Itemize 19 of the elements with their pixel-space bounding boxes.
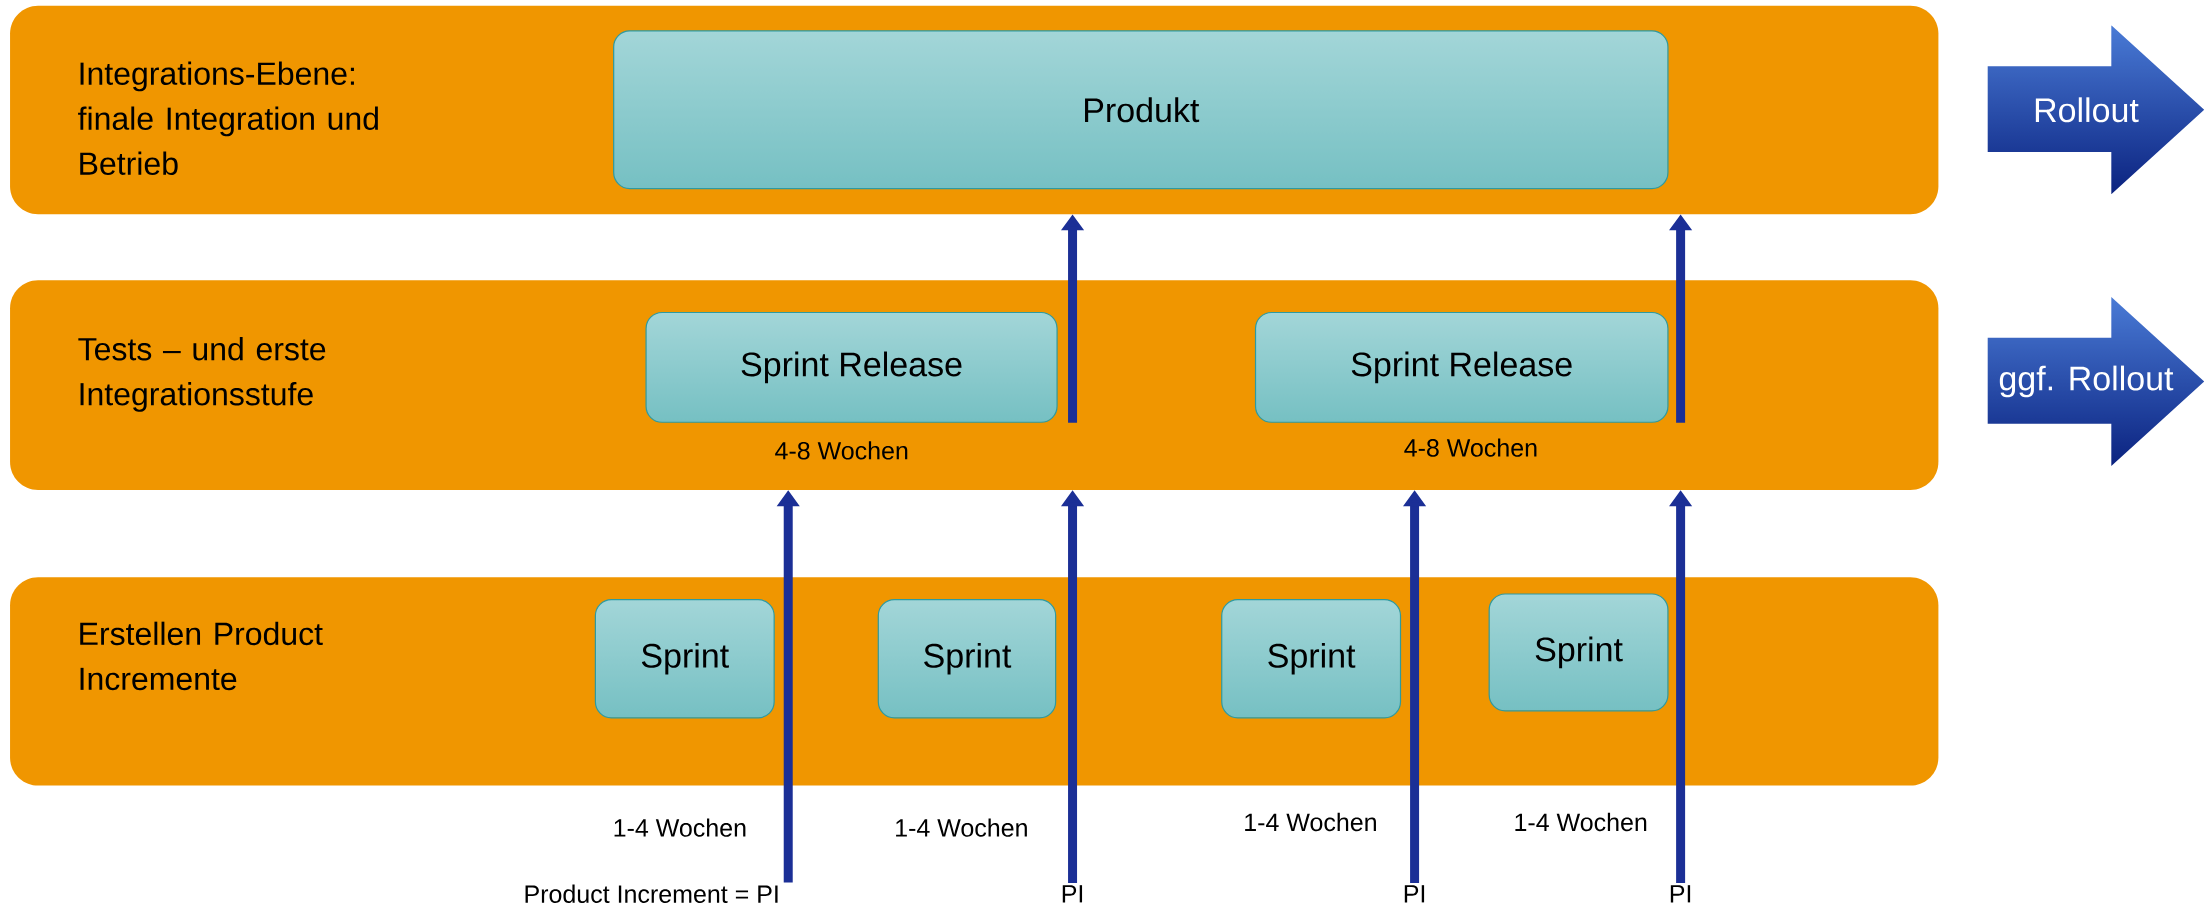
increment-label: PI [1404, 884, 1425, 903]
block-arrow: ggf. Rollout [1999, 365, 2174, 398]
duration-label: 1-4 Wochen [1245, 812, 1376, 831]
process-box: Sprint [877, 598, 1057, 719]
increment-label: PI [1670, 884, 1691, 903]
duration-label: 1-4 Wochen [896, 818, 1027, 837]
process-box: Sprint [594, 598, 775, 719]
duration-label: 4-8 Wochen [1404, 438, 1537, 457]
block-arrow: Rollout [2035, 97, 2139, 123]
increment-label: PI [1062, 884, 1083, 903]
increment-label: Product Increment = PI [525, 884, 778, 903]
duration-label: 4-8 Wochen [775, 441, 908, 460]
process-box: Sprint [1221, 598, 1402, 719]
process-box: Sprint Release [645, 311, 1058, 423]
duration-label: 1-4 Wochen [614, 818, 746, 837]
process-box: Sprint Release [1254, 311, 1669, 423]
process-box: Produkt [613, 30, 1669, 189]
process-box: Sprint [1488, 593, 1669, 712]
duration-label: 1-4 Wochen [1515, 812, 1647, 831]
